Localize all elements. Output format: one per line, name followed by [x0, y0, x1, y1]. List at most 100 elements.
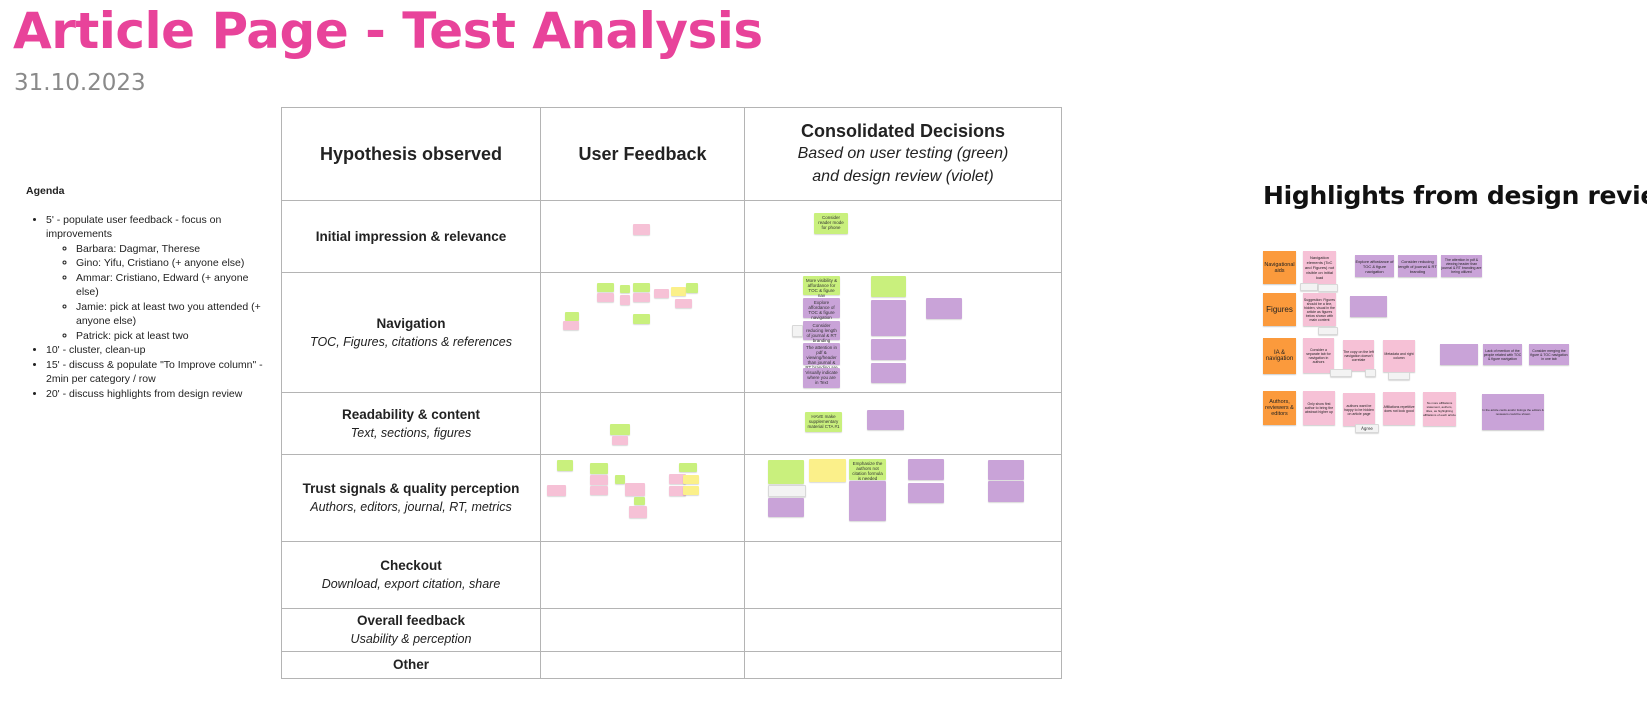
sticky-note[interactable]: [615, 475, 625, 484]
row-label-navigation: Navigation TOC, Figures, citations & ref…: [281, 272, 541, 393]
sticky-note[interactable]: Consider reducing length of journal & RT…: [803, 321, 840, 343]
sticky-note[interactable]: [671, 287, 686, 296]
agenda-item: 10' - cluster, clean-up: [46, 343, 266, 358]
highlight-note[interactable]: [1440, 344, 1478, 365]
highlight-note[interactable]: Consider a separate tab for navigation i…: [1303, 338, 1334, 373]
sticky-note[interactable]: [597, 293, 614, 302]
agenda-item: 20' - discuss highlights from design rev…: [46, 387, 266, 402]
sticky-note[interactable]: [669, 486, 686, 496]
highlight-note[interactable]: In the article cards and/or listings the…: [1482, 394, 1544, 430]
sticky-note[interactable]: [871, 339, 906, 360]
sticky-note[interactable]: [620, 285, 630, 293]
highlight-note[interactable]: Metadata and right column: [1383, 340, 1415, 372]
comment-note[interactable]: [792, 325, 803, 337]
feedback-cell-other: [540, 651, 745, 679]
sticky-note[interactable]: [634, 497, 645, 505]
sticky-note[interactable]: [871, 363, 906, 383]
highlight-note[interactable]: No more affiliations statement, authors,…: [1423, 392, 1456, 426]
feedback-cell-overall: [540, 608, 745, 652]
sticky-note[interactable]: [683, 475, 699, 484]
sticky-note[interactable]: [654, 289, 669, 298]
feedback-cell-checkout: [540, 541, 745, 609]
category-label: Figures: [1263, 293, 1296, 326]
header-user-feedback: User Feedback: [540, 107, 745, 201]
highlight-note[interactable]: The attention in pdf & viewing header th…: [1441, 255, 1482, 277]
comment-note[interactable]: [1365, 369, 1376, 377]
sticky-note[interactable]: [908, 459, 944, 480]
comment-note[interactable]: [1388, 372, 1410, 380]
highlight-note[interactable]: authors want be happy to be hidden on ar…: [1343, 393, 1375, 426]
sticky-note[interactable]: [590, 463, 608, 474]
sticky-note[interactable]: [908, 483, 944, 503]
sticky-note[interactable]: [597, 283, 614, 292]
sticky-note[interactable]: [768, 498, 804, 517]
sticky-note[interactable]: [675, 299, 692, 308]
sticky-note[interactable]: [547, 485, 566, 496]
sticky-note[interactable]: [871, 300, 906, 336]
sticky-note[interactable]: Consider reader mode for phone: [814, 213, 848, 234]
page-date: 31.10.2023: [14, 70, 146, 96]
sticky-note[interactable]: [669, 474, 686, 484]
highlight-note[interactable]: Navigation elements (ToC and Figures) no…: [1303, 251, 1336, 284]
highlight-note[interactable]: Consider merging the figure & TOC naviga…: [1529, 344, 1569, 365]
agree-tag[interactable]: Agree: [1355, 424, 1379, 433]
highlight-note[interactable]: Affiliations repetitive does not look go…: [1383, 392, 1415, 425]
comment-note[interactable]: [1318, 284, 1338, 292]
decision-cell-other: [744, 651, 1062, 679]
sticky-note[interactable]: [849, 481, 886, 521]
highlight-note[interactable]: Explore affordance of TOC & figure navig…: [1355, 255, 1394, 277]
decision-cell-readability: HAVE make supplementary material CTA #1: [744, 392, 1062, 455]
highlight-note[interactable]: Lack of mention of the people related wi…: [1483, 344, 1522, 365]
sticky-note[interactable]: HAVE make supplementary material CTA #1: [805, 412, 842, 432]
highlight-note[interactable]: [1350, 296, 1387, 317]
row-label-other: Other: [281, 651, 541, 679]
sticky-note[interactable]: [590, 475, 608, 485]
sticky-note[interactable]: [988, 460, 1024, 480]
highlight-note[interactable]: Only show first author to bring the abst…: [1303, 391, 1335, 425]
sticky-note[interactable]: [629, 506, 647, 518]
sticky-note[interactable]: [557, 460, 573, 471]
sticky-note[interactable]: Visually indicate where you are in Text: [803, 368, 840, 388]
agenda-heading: Agenda: [26, 185, 65, 197]
highlight-note[interactable]: Consider reducing length of journal & RT…: [1398, 255, 1437, 277]
sticky-note[interactable]: [633, 283, 650, 292]
highlight-note[interactable]: Suggestion: Figures should be a line, hi…: [1303, 293, 1336, 326]
sticky-note[interactable]: More visibility & affordance for TOC & f…: [803, 276, 840, 298]
analysis-table: Hypothesis observed User Feedback Consol…: [281, 107, 1062, 679]
sticky-note[interactable]: [871, 276, 906, 297]
comment-note[interactable]: [1300, 283, 1318, 291]
sticky-note[interactable]: [686, 283, 698, 293]
row-label-readability: Readability & content Text, sections, fi…: [281, 392, 541, 455]
sticky-note[interactable]: [679, 463, 697, 472]
decision-cell-checkout: [744, 541, 1062, 609]
feedback-cell-navigation: [540, 272, 745, 393]
sticky-note[interactable]: Explore affordance of TOC & figure navig…: [803, 298, 840, 320]
comment-note[interactable]: [768, 485, 806, 497]
comment-note[interactable]: [1318, 327, 1338, 335]
header-consolidated-decisions: Consolidated Decisions Based on user tes…: [744, 107, 1062, 201]
sticky-note[interactable]: The attention in pdf & viewing/header th…: [803, 343, 840, 375]
sticky-note[interactable]: [625, 483, 645, 496]
sticky-note[interactable]: Emphasize the authors not citation formu…: [849, 459, 886, 481]
sticky-note[interactable]: [633, 314, 650, 324]
sticky-note[interactable]: [565, 312, 579, 321]
row-label-initial-impression: Initial impression & relevance: [281, 200, 541, 273]
sticky-note[interactable]: [867, 410, 904, 430]
comment-note[interactable]: [1330, 369, 1352, 377]
sticky-note[interactable]: [683, 486, 699, 495]
row-label-checkout: Checkout Download, export citation, shar…: [281, 541, 541, 609]
sticky-note[interactable]: [809, 459, 846, 482]
category-label: Navigational aids: [1263, 251, 1296, 284]
sticky-note[interactable]: [988, 481, 1024, 502]
sticky-note[interactable]: [563, 321, 579, 330]
sticky-note[interactable]: [768, 460, 804, 484]
sticky-note[interactable]: [620, 295, 630, 305]
sticky-note[interactable]: [612, 436, 628, 445]
sticky-note[interactable]: [590, 486, 608, 495]
highlight-note[interactable]: The copy on the left navigation doesn't …: [1343, 340, 1374, 371]
sticky-note[interactable]: [610, 424, 630, 435]
sticky-note[interactable]: [633, 224, 650, 235]
sticky-note[interactable]: [926, 298, 962, 319]
row-label-overall-feedback: Overall feedback Usability & perception: [281, 608, 541, 652]
sticky-note[interactable]: [633, 293, 650, 302]
